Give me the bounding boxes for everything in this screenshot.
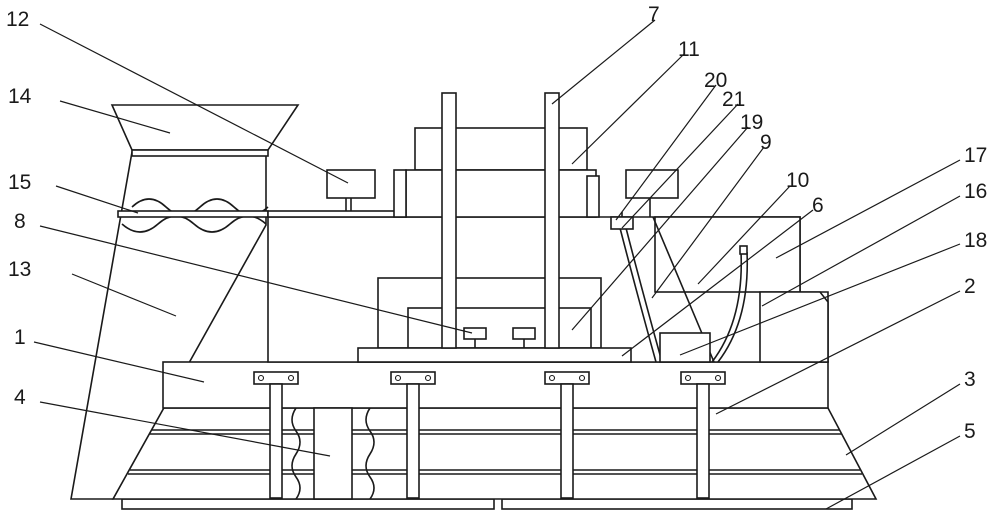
callout-20: 20 [704,69,727,92]
i-beam [680,371,726,499]
callout-labels: 12 14 15 8 13 1 4 7 11 20 21 19 9 10 6 1… [6,3,987,443]
callout-12: 12 [6,8,29,31]
callout-3: 3 [964,368,976,391]
callout-2: 2 [964,275,976,298]
callout-7: 7 [648,3,660,26]
callout-5: 5 [964,420,976,443]
callout-11: 11 [678,38,700,61]
callout-16: 16 [964,180,987,203]
screw-column [291,407,375,500]
feed-plate [117,210,269,218]
clamps [463,327,536,348]
callout-13: 13 [8,258,31,281]
callout-19: 19 [740,111,763,134]
bottom-plate [121,498,853,510]
callout-6: 6 [812,194,824,217]
motor-box [326,169,376,211]
callout-21: 21 [722,88,745,111]
callout-15: 15 [8,171,31,194]
hoses [619,216,749,363]
motor-right [625,169,679,217]
callout-14: 14 [8,85,32,108]
callout-8: 8 [14,210,26,233]
box-18 [659,332,711,363]
main-table [162,361,829,409]
callout-17: 17 [964,144,987,167]
vertical-posts [441,92,560,349]
i-beam [253,371,299,499]
callout-4: 4 [14,386,26,409]
i-beam [390,371,436,499]
leader-lines [33,19,961,510]
hopper-funnel [110,104,300,157]
platform [357,347,632,363]
callout-10: 10 [786,169,809,192]
inner-frame [377,277,602,349]
base-frame [111,407,878,500]
callout-1: 1 [14,326,26,349]
top-housing [393,127,600,218]
callout-18: 18 [964,229,987,252]
i-beam [544,371,590,499]
callout-9: 9 [760,131,772,154]
i-beam-supports [253,371,726,499]
